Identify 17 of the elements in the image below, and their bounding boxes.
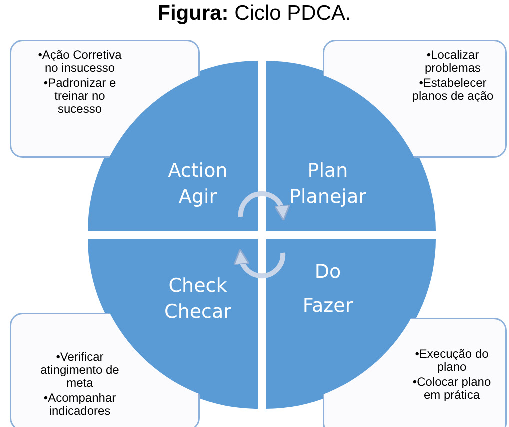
bullet-item: •Verificar atingimento de meta bbox=[40, 351, 120, 390]
bullet-item: •Localizar problemas bbox=[424, 49, 482, 75]
phase-label: Check bbox=[168, 275, 228, 297]
bullet-item: •Colocar plano em prática bbox=[412, 376, 492, 402]
phase-label: Agir bbox=[178, 186, 218, 208]
bullet-item: •Estabelecer planos de ação bbox=[411, 77, 495, 103]
bullet-item: •Ação Corretiva no insucesso bbox=[37, 49, 123, 75]
phase-label: Do bbox=[314, 261, 342, 283]
bullet-item: •Padronizar e treinar no sucesso bbox=[42, 77, 118, 116]
phase-label: Action bbox=[168, 160, 228, 182]
phase-label: Planejar bbox=[290, 186, 366, 208]
figure-title: Figura: Ciclo PDCA. bbox=[156, 2, 352, 26]
bullet-item: •Acompanhar indicadores bbox=[42, 392, 118, 418]
phase-label: Checar bbox=[164, 301, 232, 323]
bullet-item: •Execução do plano bbox=[414, 348, 490, 374]
phase-label: Fazer bbox=[302, 295, 354, 317]
phase-label: Plan bbox=[308, 160, 348, 182]
